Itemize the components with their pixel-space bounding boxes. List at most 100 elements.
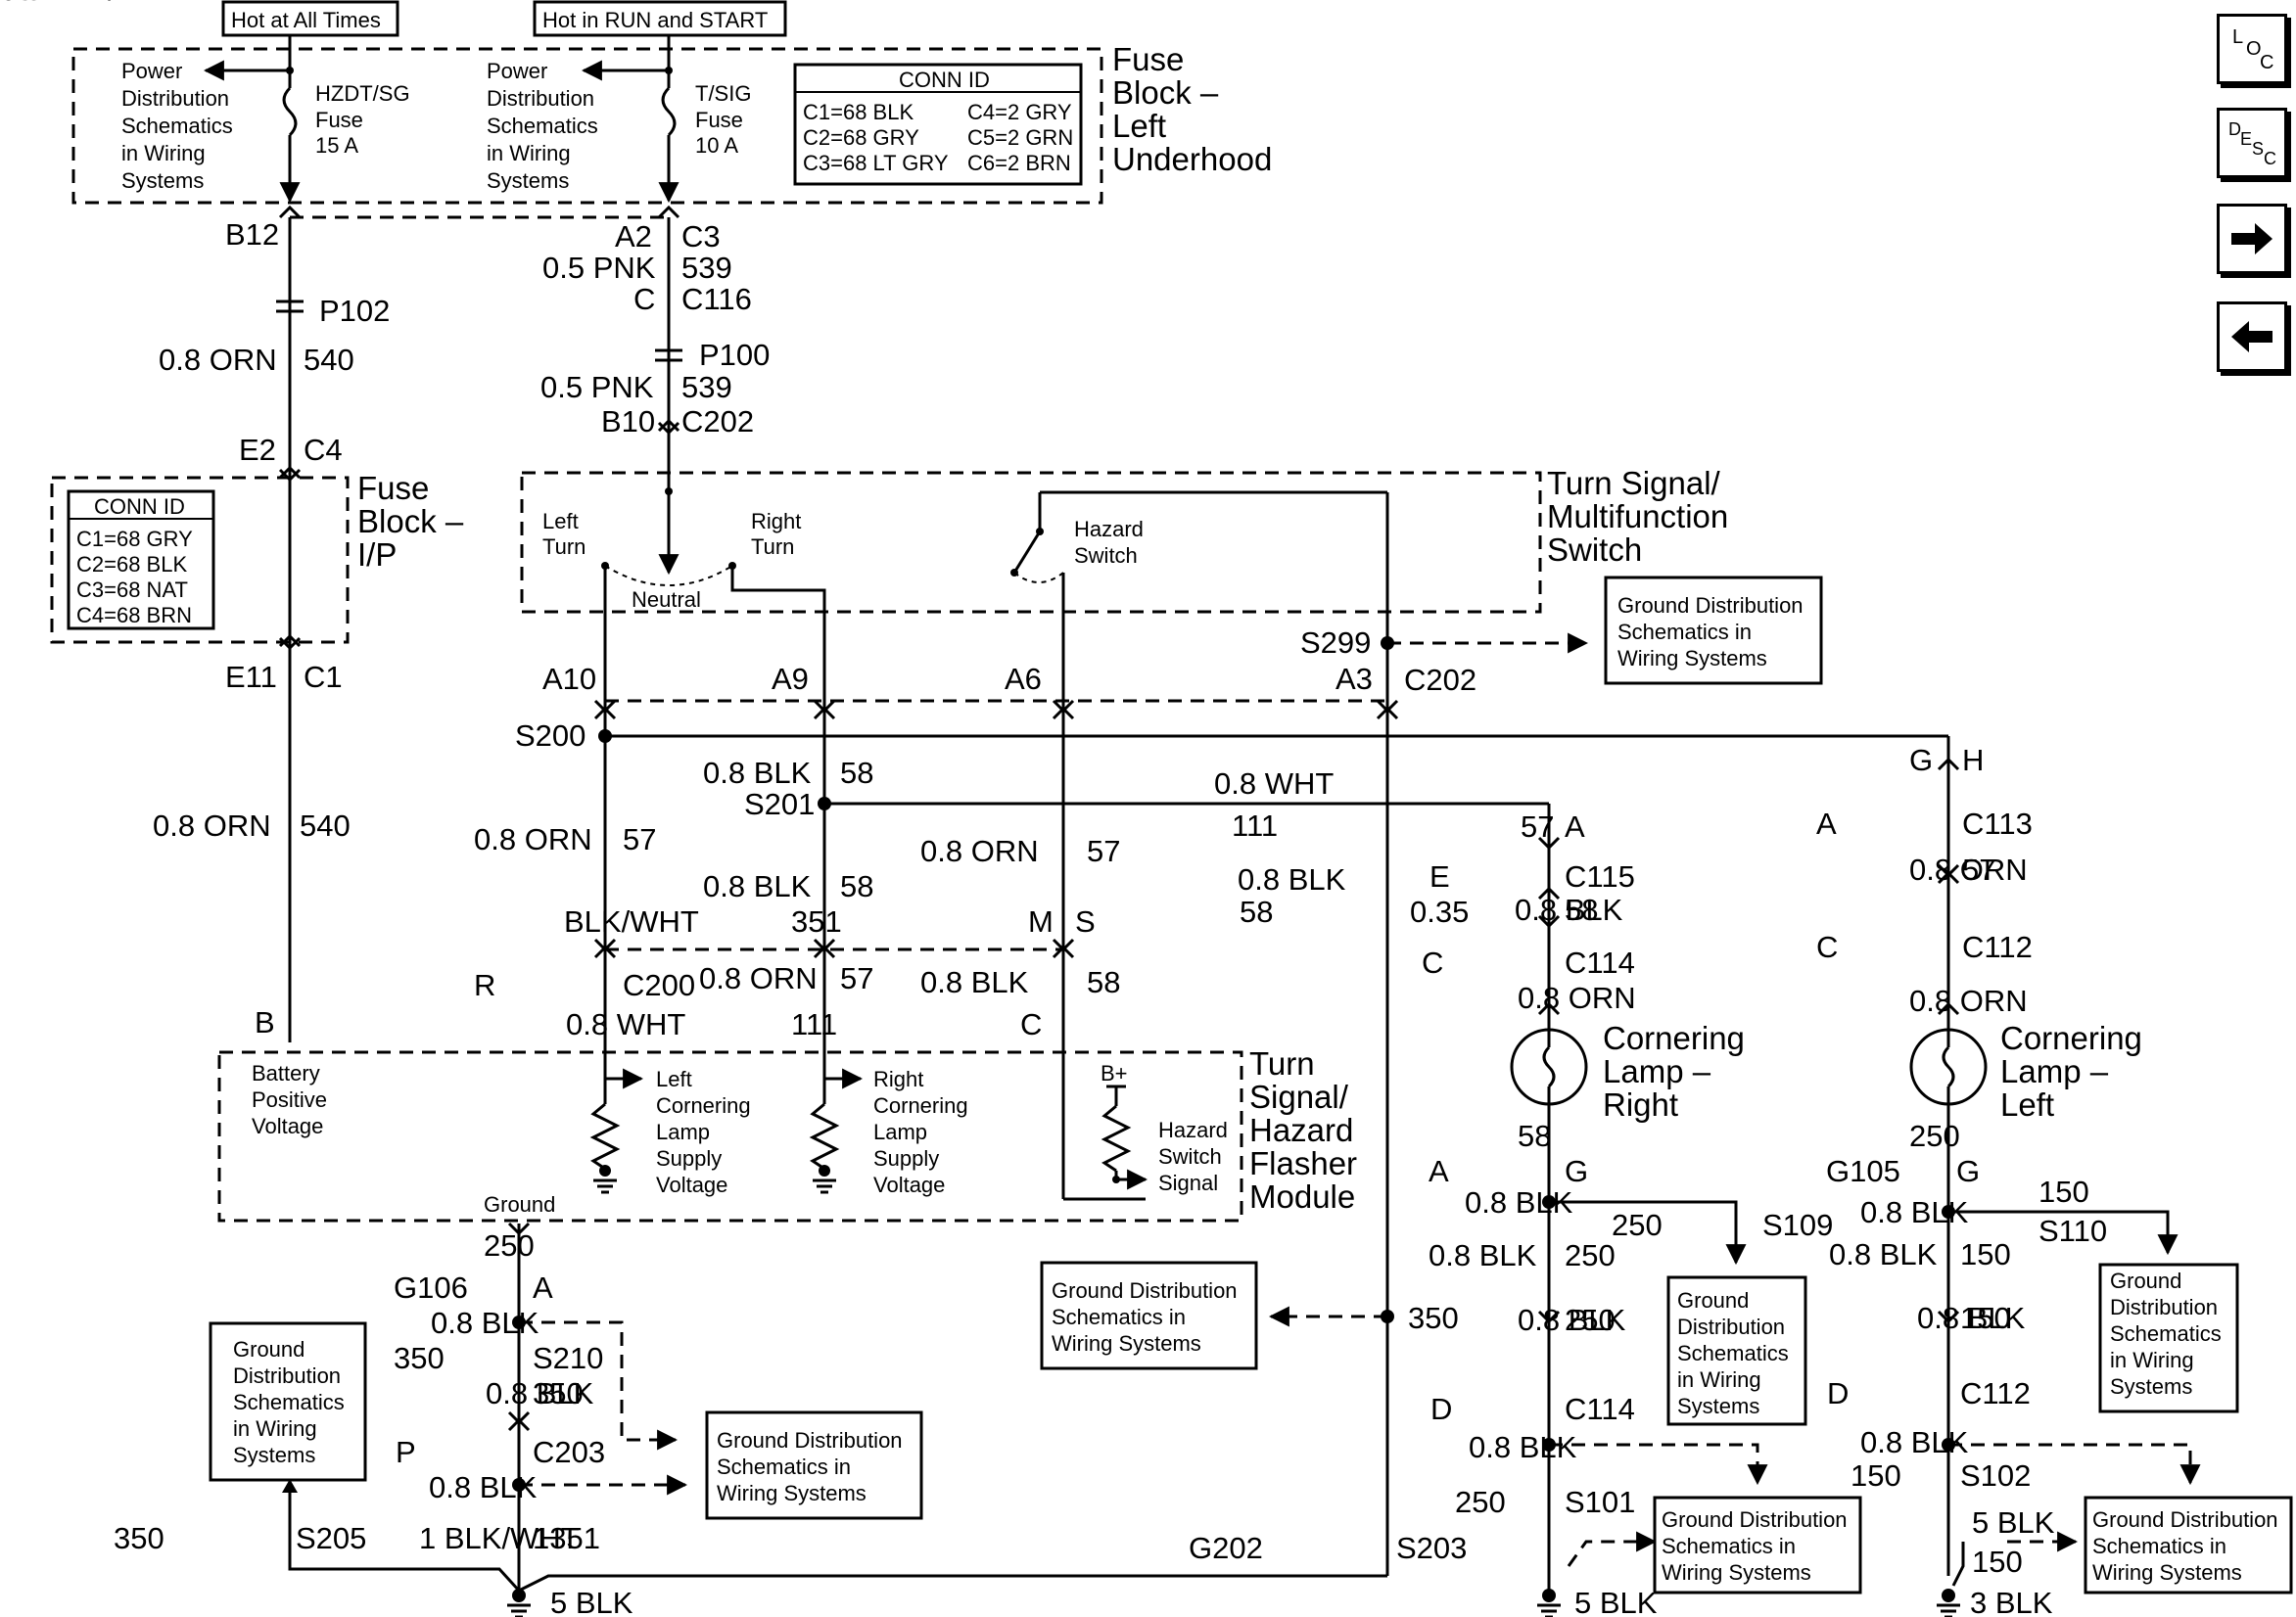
wire-label: S299 — [1300, 625, 1371, 660]
wire-label: 150 — [1960, 1237, 2011, 1271]
svg-text:Voltage: Voltage — [873, 1173, 945, 1197]
svg-text:O: O — [2246, 38, 2262, 60]
wire-label: 150 — [2038, 1175, 2089, 1209]
svg-text:in Wiring: in Wiring — [2110, 1348, 2194, 1372]
wire-label: A2 — [615, 219, 652, 254]
wire-label: 0.8 ORN — [153, 808, 271, 843]
wire-label: 0.5 PNK — [542, 251, 656, 285]
svg-text:Systems: Systems — [233, 1443, 315, 1467]
wire-label: C — [1422, 946, 1443, 980]
fuse-block-ip-boundary — [50, 476, 350, 644]
svg-text:Left: Left — [656, 1067, 692, 1091]
wire-label: 0.8 BLK — [1515, 893, 1623, 927]
wire-label: G — [1565, 1154, 1588, 1188]
wire-label: 0.5 PNK — [540, 370, 654, 404]
wire-label: 250 — [1455, 1485, 1506, 1519]
wire-label: 3 BLK — [1970, 1586, 2053, 1617]
svg-text:Cornering: Cornering — [2000, 1020, 2142, 1056]
wire-label: D — [1430, 1392, 1452, 1426]
wire-1351 — [288, 1478, 521, 1593]
wire-label: 0.8 BLK — [486, 1376, 594, 1410]
wire-label: 0.8 BLK — [1829, 1237, 1938, 1271]
svg-text:C6=2 BRN: C6=2 BRN — [967, 151, 1071, 175]
svg-text:Ground Distribution: Ground Distribution — [1052, 1278, 1238, 1303]
wire-label: C4 — [304, 433, 343, 467]
next-button[interactable] — [2217, 204, 2287, 274]
wire-label: 58 — [840, 756, 873, 790]
svg-text:Ground: Ground — [1677, 1288, 1749, 1313]
svg-text:Lamp –: Lamp – — [2000, 1053, 2109, 1089]
wire-label: C116 — [681, 282, 752, 316]
wire-label: 351 — [791, 904, 842, 939]
svg-text:Power: Power — [487, 59, 547, 83]
wire-label: C — [633, 282, 655, 316]
ground-g105 — [1542, 1589, 1556, 1602]
wire-label: 0.8 BLK — [1465, 1185, 1573, 1220]
wire-label: 0.8 BLK — [431, 1306, 539, 1340]
conn-id-underhood — [793, 63, 1083, 186]
svg-text:in Wiring: in Wiring — [487, 141, 571, 165]
wire-label: A9 — [772, 662, 809, 696]
svg-text:Schematics in: Schematics in — [1662, 1534, 1796, 1558]
wire-label: 150 — [1851, 1458, 1901, 1493]
svg-text:Schematics: Schematics — [233, 1390, 345, 1414]
wire-label: 0.8 BLK — [1238, 862, 1346, 897]
wire-label: 0.8 BLK — [1469, 1430, 1577, 1464]
turn-signal-switch-title: Turn Signal/ Multifunction Switch — [1547, 465, 1728, 568]
wire-label: 540 — [300, 808, 351, 843]
svg-text:C5=2 GRN: C5=2 GRN — [967, 125, 1073, 150]
ground-distribution-box-g106: Ground Distribution Schematics in Wiring… — [2084, 1496, 2293, 1594]
svg-text:HZDT/SG: HZDT/SG — [315, 81, 410, 106]
desc-button[interactable]: D E S C — [2217, 108, 2287, 178]
wire-label: R — [474, 968, 495, 1002]
wire-label: 58 — [1240, 895, 1273, 929]
svg-text:Turn Signal/: Turn Signal/ — [1547, 465, 1721, 501]
svg-text:15 A: 15 A — [315, 133, 358, 158]
svg-text:Ground Distribution: Ground Distribution — [717, 1428, 903, 1453]
wire-label: C114 — [1565, 1392, 1635, 1426]
wire-label: E2 — [239, 433, 276, 467]
hazard-switch-label: Hazard — [1074, 517, 1144, 541]
svg-text:C4=68 BRN: C4=68 BRN — [76, 603, 192, 627]
wire-label: S — [1075, 904, 1096, 939]
wire-label: 58 — [1565, 893, 1598, 927]
wire-label: S101 — [1565, 1485, 1635, 1519]
loc-button[interactable]: L O C — [2217, 14, 2287, 84]
svg-text:Block –: Block – — [357, 503, 464, 539]
wire-label: 250 — [1909, 1119, 1960, 1153]
wire-label: S110 — [2038, 1214, 2107, 1248]
wire-label: 0.8 ORN — [159, 343, 277, 377]
svg-text:T/SIG: T/SIG — [695, 81, 751, 106]
svg-text:Right: Right — [873, 1067, 923, 1091]
wire-label: 350 — [533, 1376, 584, 1410]
svg-text:Supply: Supply — [873, 1146, 939, 1171]
wire-label: 250 — [1565, 1303, 1616, 1337]
ground-distribution-box-s299: Ground Distribution Schematics in Wiring… — [1604, 576, 1823, 685]
svg-text:Cornering: Cornering — [656, 1093, 751, 1118]
svg-text:in Wiring: in Wiring — [121, 141, 206, 165]
wire-label: A — [1429, 1154, 1449, 1188]
svg-text:Schematics: Schematics — [487, 114, 598, 138]
wire-label: B12 — [225, 217, 279, 252]
wire-label: BLK/WHT — [564, 904, 699, 939]
wire-label: A10 — [542, 662, 596, 696]
svg-text:Switch: Switch — [1547, 531, 1642, 568]
hot-run-start-box — [533, 0, 787, 37]
flasher-module-title: Turn Signal/ Hazard Flasher Module — [1249, 1045, 1357, 1215]
wire-label: C202 — [1404, 663, 1476, 697]
wire-label: C — [1020, 1007, 1042, 1041]
svg-text:C2=68 GRY: C2=68 GRY — [803, 125, 919, 150]
svg-text:Supply: Supply — [656, 1146, 722, 1171]
svg-text:Multifunction: Multifunction — [1547, 498, 1728, 534]
svg-text:Fuse: Fuse — [1112, 41, 1184, 77]
svg-text:Cornering: Cornering — [873, 1093, 968, 1118]
wire-label: 0.8 ORN — [920, 834, 1039, 868]
fuse1-symbol — [282, 86, 298, 137]
svg-text:Module: Module — [1249, 1178, 1355, 1215]
svg-text:Distribution: Distribution — [1677, 1315, 1785, 1339]
wire-label: 0.8 ORN — [1909, 853, 2028, 887]
svg-text:Ground: Ground — [233, 1337, 305, 1362]
wire-label: C200 — [623, 968, 695, 1002]
prev-button[interactable] — [2217, 301, 2287, 372]
